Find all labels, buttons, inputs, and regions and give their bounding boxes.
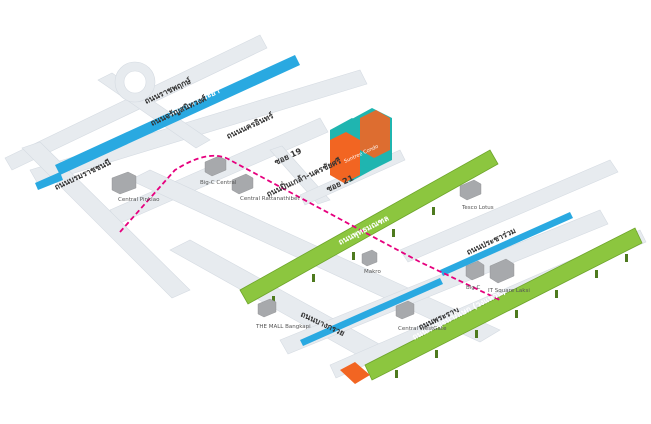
place-label-central-westgate: Central WestGate bbox=[398, 326, 447, 332]
road-upper bbox=[29, 69, 368, 185]
place-labels: Central Pinklao Big-C Central Central Ra… bbox=[118, 180, 530, 332]
road-left-diag bbox=[21, 141, 191, 299]
canal-left bbox=[35, 172, 63, 190]
expressway-upper bbox=[239, 149, 499, 305]
building-it-square bbox=[489, 258, 515, 284]
building-big-c bbox=[465, 260, 485, 281]
building-central-westgate bbox=[395, 300, 415, 320]
place-label-central-rattanathibet: Central Rattanathibet bbox=[240, 196, 300, 202]
place-label-big-c: Big C bbox=[466, 285, 481, 291]
place-label-it-square: IT Square Laksi bbox=[488, 288, 530, 294]
route-line bbox=[119, 154, 501, 301]
canal-right bbox=[440, 212, 573, 276]
place-label-makro: Makro bbox=[364, 269, 381, 275]
building-tescolotus bbox=[459, 179, 482, 201]
roundabout bbox=[114, 61, 156, 103]
buildings bbox=[111, 155, 515, 320]
building-central-rattanathibet bbox=[231, 173, 254, 195]
building-central-pinklao bbox=[111, 171, 137, 195]
ramp-orange bbox=[340, 362, 370, 384]
river-chao-phraya bbox=[55, 55, 300, 175]
canal-bottom bbox=[300, 278, 443, 346]
building-makro bbox=[361, 249, 378, 267]
road-right-upper bbox=[399, 159, 619, 263]
building-the-mall bbox=[257, 298, 277, 318]
place-label-tescolotus: Tesco Lotus bbox=[461, 205, 494, 211]
place-label-big-c-central: Big-C Central bbox=[200, 180, 237, 186]
place-label-the-mall: THE MALL Bangkapi bbox=[255, 324, 311, 330]
waterways bbox=[35, 55, 573, 346]
landmark-condo: Suntree Condo bbox=[330, 108, 392, 183]
place-label-central-pinklao: Central Pinklao bbox=[118, 197, 160, 203]
road-bottom bbox=[169, 239, 391, 363]
